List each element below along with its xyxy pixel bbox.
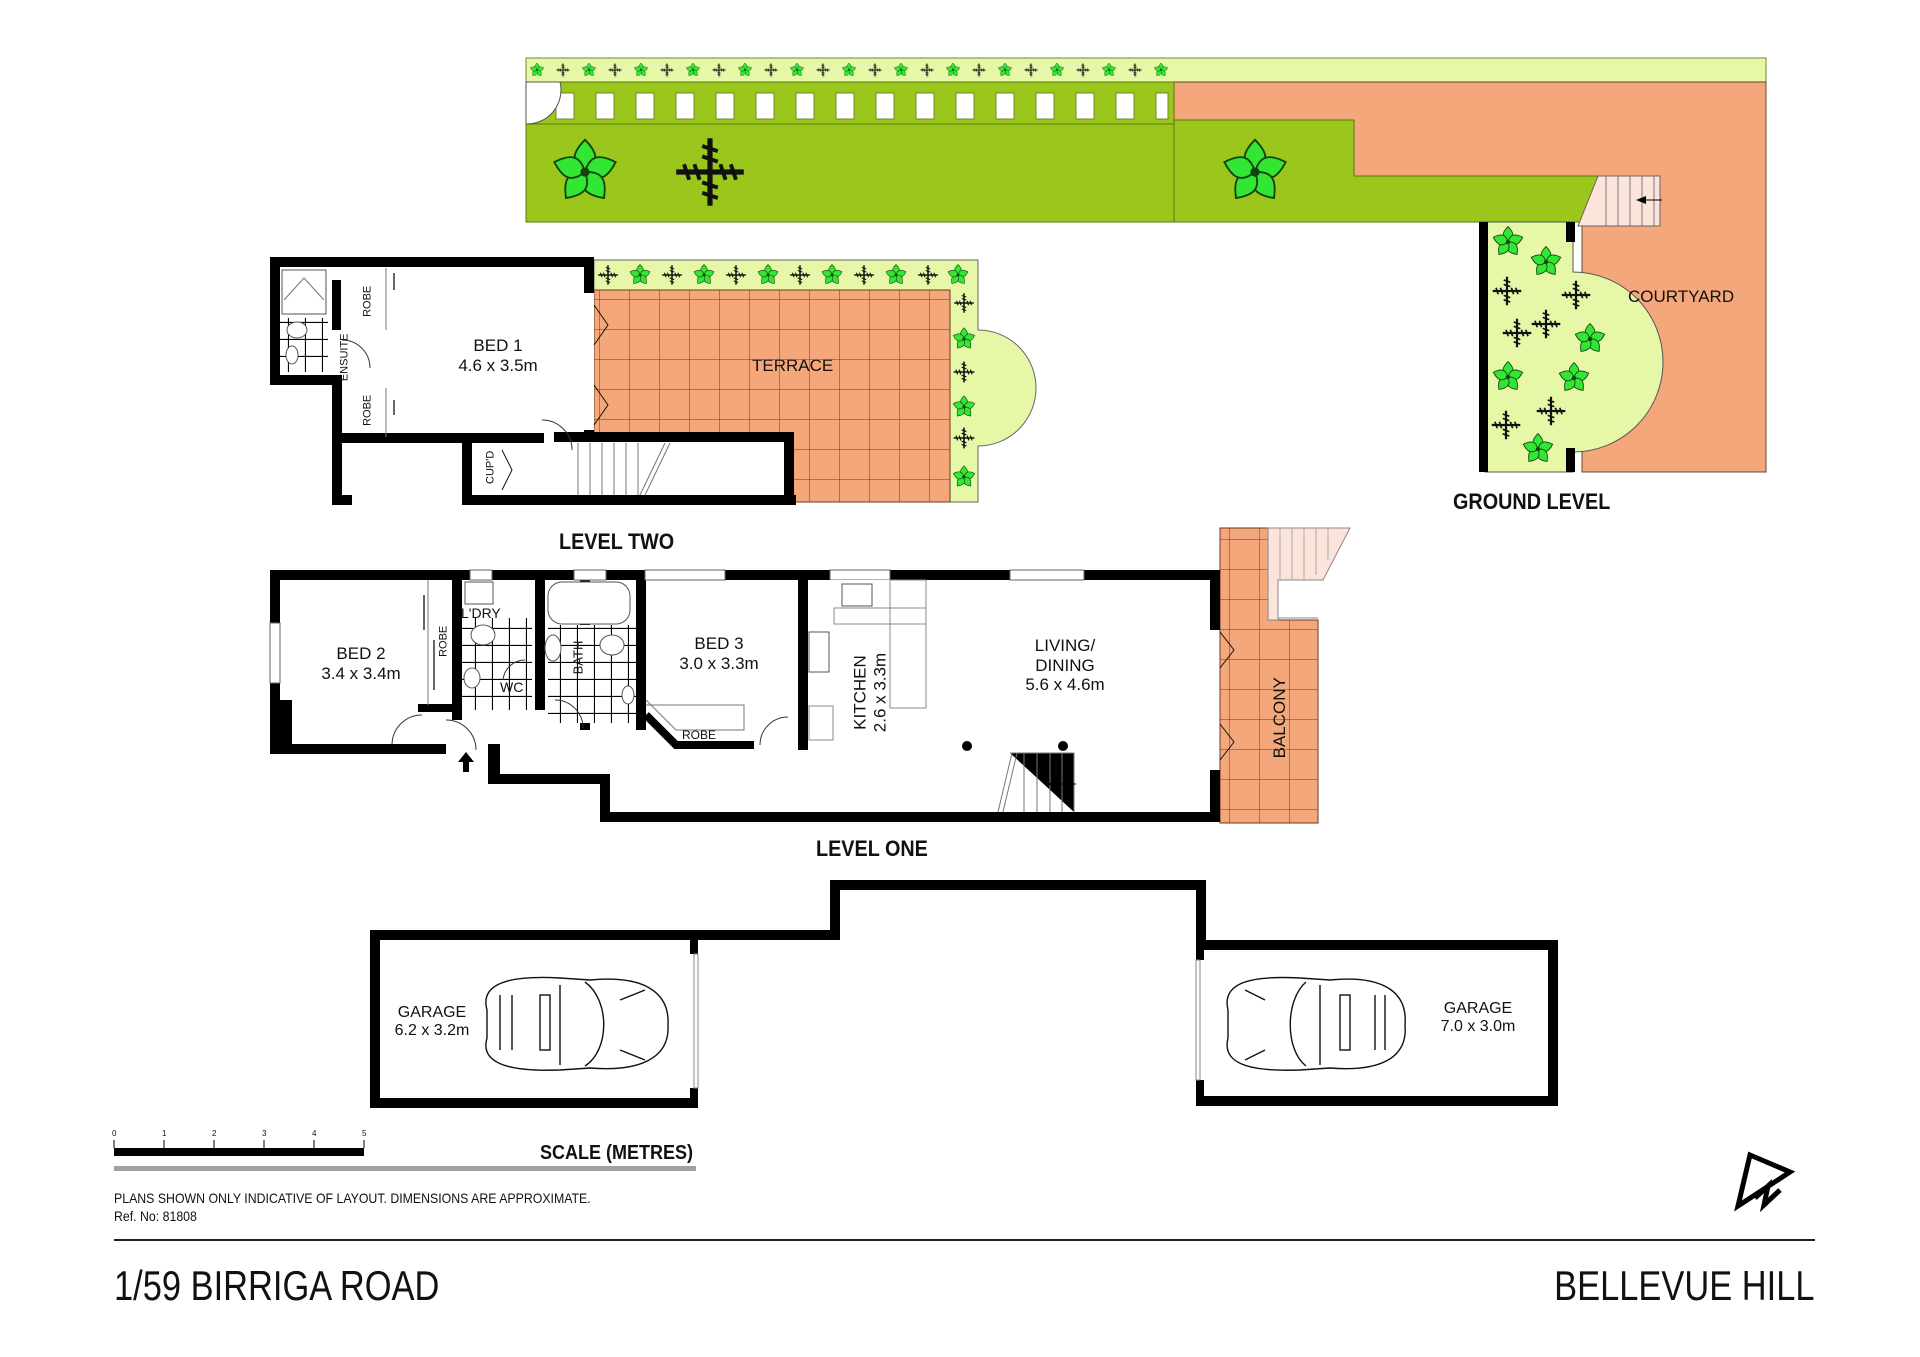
room-size: 2.6 x 3.3m (870, 652, 889, 733)
level-label-one: LEVEL ONE (816, 836, 928, 861)
room-size: 3.4 x 3.4m (321, 663, 401, 683)
entry-arrow-icon (458, 752, 474, 772)
room-label-bed-2: BED 2 3.4 x 3.4m (306, 644, 416, 683)
room-label-kitchen: KITCHEN 2.6 x 3.3m (850, 633, 889, 753)
scale-tick: 3 (262, 1129, 267, 1138)
room-name: BED 3 (694, 634, 744, 653)
room-name: KITCHEN (850, 655, 870, 730)
scale-tick: 5 (362, 1129, 367, 1138)
car-icon (485, 976, 669, 1071)
room-label-living-dining: LIVING/ DINING 5.6 x 4.6m (1010, 636, 1120, 695)
ground-level-plan (525, 57, 1767, 473)
property-suburb: BELLEVUE HILL (1554, 1262, 1815, 1309)
level-two-plan (270, 257, 1037, 505)
room-label-robe: ROBE (437, 625, 450, 657)
room-label-ensuite: ENSUITE (338, 333, 351, 382)
room-label-laundry: L'DRY (461, 605, 501, 621)
scale-tick: 1 (162, 1129, 167, 1138)
room-label-terrace: TERRACE (752, 356, 834, 375)
north-arrow-icon (1734, 1151, 1796, 1213)
car-icon (1226, 976, 1406, 1071)
room-name: BED 2 (336, 644, 386, 663)
level-label-two: LEVEL TWO (559, 529, 675, 554)
room-size: 3.0 x 3.3m (679, 653, 759, 673)
room-name: LIVING/ (1034, 636, 1096, 655)
reference-number: Ref. No: 81808 (114, 1208, 197, 1224)
scale-bar (113, 1140, 696, 1171)
room-label-balcony: BALCONY (1270, 677, 1290, 759)
room-label-bed-1: BED 1 4.6 x 3.5m (448, 336, 548, 375)
property-address: 1/59 BIRRIGA ROAD (114, 1262, 440, 1309)
room-name: DINING (1035, 655, 1095, 675)
level-one-plan (269, 527, 1351, 824)
room-label-garage-left: GARAGE 6.2 x 3.2m (382, 1004, 482, 1041)
room-name: BED 1 (473, 336, 523, 355)
room-label-bed-3: BED 3 3.0 x 3.3m (664, 634, 774, 673)
level-label-ground: GROUND LEVEL (1453, 489, 1611, 514)
room-label-cupboard: CUP'D (484, 450, 497, 484)
scale-tick: 0 (112, 1129, 117, 1138)
disclaimer-text: PLANS SHOWN ONLY INDICATIVE OF LAYOUT. D… (114, 1190, 591, 1206)
scale-label: SCALE (METRES) (540, 1142, 693, 1164)
room-label-robe: ROBE (682, 728, 717, 742)
room-label-robe: ROBE (361, 394, 374, 426)
room-label-garage-right: GARAGE 7.0 x 3.0m (1428, 1000, 1528, 1037)
room-label-wc: WC (500, 679, 524, 695)
room-label-courtyard: COURTYARD (1628, 287, 1735, 306)
room-label-robe: ROBE (361, 285, 374, 317)
room-size: 5.6 x 4.6m (1025, 675, 1105, 695)
room-size: 4.6 x 3.5m (458, 355, 538, 375)
scale-tick: 4 (312, 1129, 317, 1138)
room-name: GARAGE (397, 1004, 467, 1021)
garage-level-plan (370, 880, 1558, 1108)
room-size: 6.2 x 3.2m (394, 1022, 470, 1040)
ground-stairs (1577, 175, 1662, 227)
scale-tick: 2 (212, 1129, 217, 1138)
room-size: 7.0 x 3.0m (1440, 1018, 1516, 1036)
room-name: GARAGE (1443, 1000, 1513, 1017)
room-label-bath: BATH (570, 640, 586, 675)
